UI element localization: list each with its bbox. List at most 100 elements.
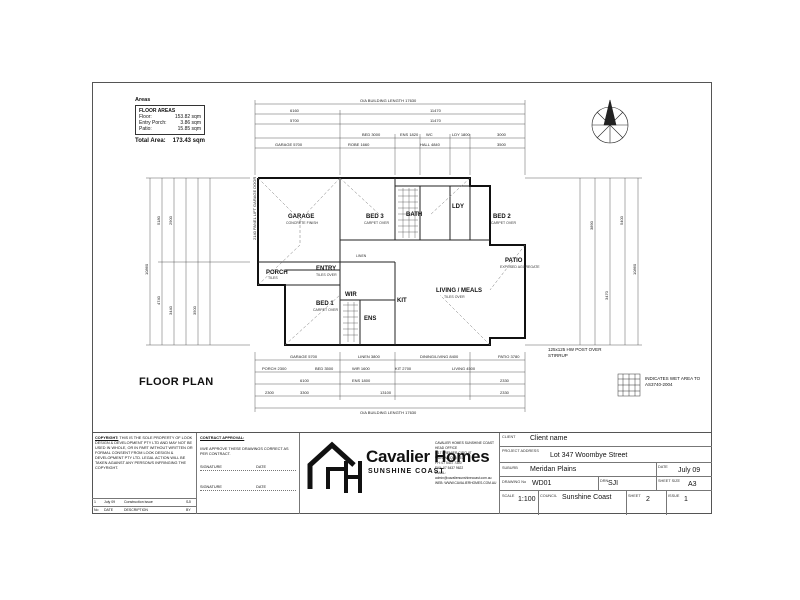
room-kitchen: KIT: [397, 298, 407, 304]
dim-bottom: 2330: [500, 390, 510, 395]
drawing-value: WD01: [532, 480, 552, 487]
dim-top: 6160: [290, 108, 300, 113]
revision-header-row: No DATE DESCRIPTION BY: [92, 506, 197, 514]
roof-lines: [257, 177, 526, 346]
company-address: CAVALIER HOMES SUNSHINE COAST HEAD OFFIC…: [435, 441, 497, 485]
company-sub: SUNSHINE COAST: [368, 468, 445, 475]
room-dim-top: GARAGE 5700: [275, 142, 303, 147]
dim-right: 3470: [604, 290, 609, 300]
copyright-heading: COPYRIGHT:: [95, 436, 119, 440]
drawing-cell: DRAWING No WD01 DRN SJI SHEET SIZE A3: [500, 477, 712, 491]
overall-length-top: O/A BUILDING LENGTH 17630: [360, 98, 417, 103]
divider: [666, 491, 667, 515]
revision-by: SJI: [186, 500, 192, 504]
right-dimension-lines: [525, 177, 642, 346]
contract-approval-panel: CONTRACT APPROVAL: I/WE APPROVE THESE DR…: [197, 433, 300, 514]
dim-bottom: LIVING 4500: [452, 366, 476, 371]
drn-value: SJI: [608, 480, 619, 487]
approval-heading: CONTRACT APPROVAL:: [200, 436, 245, 440]
council-value: Sunshine Coast: [562, 494, 612, 501]
wet-area-note: INDICATES WET AREA TO AS3740-2004: [645, 376, 701, 387]
room-entry-finish: TILES OVER: [316, 273, 337, 277]
room-ensuite: ENS: [364, 316, 376, 322]
bottom-dimension-lines: [254, 352, 526, 412]
date-label: DATE: [256, 465, 266, 469]
revision-header-by: BY: [186, 508, 191, 512]
areas-heading: Areas: [135, 97, 151, 103]
cavalier-homes-logo-icon: [307, 441, 362, 493]
wet-area-legend-icon: [617, 373, 641, 397]
room-dim-top: BED 3000: [362, 132, 381, 137]
dim-bottom: PORCH 2300: [262, 366, 287, 371]
project-label: PROJECT ADDRESS: [502, 449, 539, 453]
room-dim-top: ENS 1820: [400, 132, 419, 137]
room-bed1-finish: CARPET OVER: [313, 308, 338, 312]
date-label: DATE: [256, 485, 266, 489]
areas-box-title: FLOOR AREAS: [139, 108, 176, 114]
divider: [656, 477, 657, 490]
dim-bottom: 3300: [300, 390, 310, 395]
project-cell: PROJECT ADDRESS Lot 347 Woombye Street: [500, 447, 712, 463]
areas-schedule: Areas FLOOR AREAS Floor:153.82 sqm Entry…: [135, 97, 205, 144]
dim-right: 5400: [619, 215, 624, 225]
room-entry: ENTRY: [316, 266, 336, 272]
sheet-value: 2: [646, 496, 650, 503]
dim-top: 5700: [290, 118, 300, 123]
issue-value: 1: [684, 496, 688, 503]
dim-left: 10860: [144, 263, 149, 275]
dim-right: 10860: [632, 263, 637, 275]
revision-desc: Construction issue: [124, 500, 153, 504]
wet-area-hatch: [343, 188, 418, 342]
sheet-size-value: A3: [688, 481, 697, 488]
dim-top: 3500: [497, 142, 507, 147]
revision-header-date: DATE: [104, 508, 114, 512]
room-linen: LINEN: [356, 254, 367, 258]
dim-bottom: 13100: [380, 390, 392, 395]
room-dim-top: ROBE 1660: [348, 142, 370, 147]
scale-cell: SCALE 1:100 COUNCIL Sunshine Coast SHEET…: [500, 491, 712, 515]
room-bed2-finish: CARPET OVER: [491, 221, 516, 225]
north-arrow-icon: [591, 99, 629, 144]
room-bed2: BED 2: [493, 214, 511, 220]
scale-value: 1:100: [518, 496, 536, 503]
area-value: 153.82 sqm: [174, 114, 201, 120]
room-wir: WIR: [345, 292, 357, 298]
room-living-finish: TILES OVER: [444, 295, 465, 299]
areas-total: Total Area:173.43 sqm: [135, 138, 205, 144]
company-panel: Cavalier Homes SUNSHINE COAST CAVALIER H…: [300, 433, 500, 514]
revision-header-desc: DESCRIPTION: [124, 508, 148, 512]
suburb-cell: SUBURB Meridan Plains DATE July 09: [500, 463, 712, 477]
area-label: Entry Porch:: [139, 120, 167, 126]
floor-plan-title: FLOOR PLAN: [139, 376, 214, 388]
revision-date: July 09: [104, 500, 116, 504]
area-row: Floor:153.82 sqm: [139, 114, 201, 120]
dim-bottom: 6100: [300, 378, 310, 383]
room-bed3: BED 3: [366, 214, 384, 220]
total-label: Total Area:: [135, 138, 166, 144]
dim-bottom: WIR 1600: [352, 366, 371, 371]
dim-top: 3000: [497, 132, 507, 137]
post-note: 125x125 HW POST OVER STIRRUP: [548, 347, 602, 358]
issue-label: ISSUE: [668, 494, 680, 498]
area-row: Entry Porch: 3.86 sqm: [139, 120, 201, 126]
room-garage-finish: CONCRETE FINISH: [286, 221, 319, 225]
areas-box: FLOOR AREAS Floor:153.82 sqm Entry Porch…: [135, 105, 205, 135]
room-dim-top: LDY 1800: [452, 132, 470, 137]
title-block: COPYRIGHT: THIS IS THE SOLE PROPERTY OF …: [92, 432, 712, 515]
room-dim-top: WC: [426, 132, 433, 137]
drawing-sheet: [92, 82, 712, 514]
date-value: July 09: [678, 467, 701, 474]
approval-text: I/WE APPROVE THESE DRAWINGS CORRECT AS P…: [200, 447, 289, 456]
sheet-label: SHEET: [628, 494, 641, 498]
room-garage: GARAGE: [288, 214, 314, 220]
top-dimension-lines: [254, 100, 526, 175]
area-value: 3.86 sqm: [180, 120, 201, 126]
area-label: Patio:: [139, 126, 152, 132]
overall-length-bottom: O/A BUILDING LENGTH 17630: [360, 410, 417, 415]
dim-bottom: PATIO 3780: [498, 354, 520, 359]
internal-walls: [258, 178, 490, 345]
copyright-text: THIS IS THE SOLE PROPERTY OF LOOK DESIGN…: [95, 436, 193, 470]
divider: [538, 491, 539, 515]
dim-left: 3440: [168, 305, 173, 315]
